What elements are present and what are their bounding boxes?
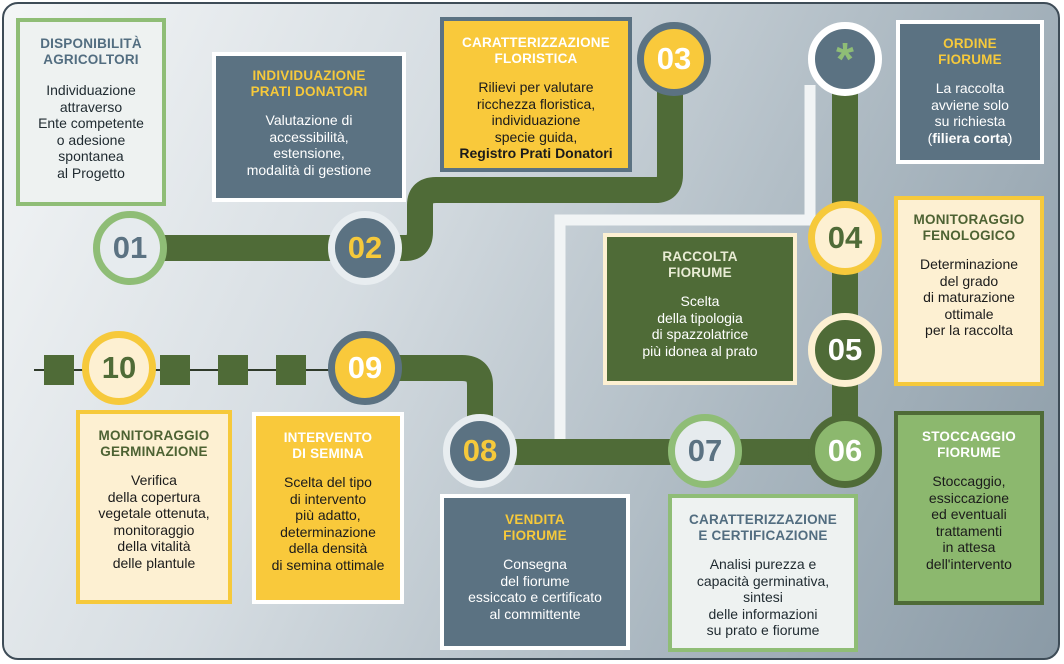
step-06-box: STOCCAGGIO FIORUME Stoccaggio, essiccazi…: [894, 411, 1044, 605]
step-05-body: Scelta della tipologia di spazzolatrice …: [642, 293, 758, 359]
step-09-box: INTERVENTO DI SEMINA Scelta del tipo di …: [252, 412, 404, 604]
order-star-circle: *: [808, 22, 882, 96]
step-04-body: Determinazione del grado di maturazione …: [919, 256, 1019, 338]
step-02-title: INDIVIDUAZIONE PRATI DONATORI: [250, 68, 368, 99]
green-track-left: [366, 355, 493, 452]
step-02-body: Valutazione di accessibilità, estensione…: [246, 112, 372, 178]
step-10-circle: 10: [82, 331, 156, 405]
green-track: [130, 58, 683, 261]
order-title: ORDINE FIORUME: [938, 36, 1002, 67]
step-08-body: Consegna del fiorume essiccato e certifi…: [468, 556, 602, 622]
step10-dash-3: [218, 355, 248, 385]
step-03-title: CARATTERIZZAZIONE FLORISTICA: [462, 35, 610, 66]
step-04-box: MONITORAGGIO FENOLOGICO Determinazione d…: [894, 196, 1044, 386]
step-03-box: CARATTERIZZAZIONE FLORISTICA Rilievi per…: [440, 17, 632, 172]
step-09-body: Scelta del tipo di intervento più adatto…: [271, 474, 385, 573]
step-08-title: VENDITA FIORUME: [503, 512, 567, 543]
step-07-box: CARATTERIZZAZIONE E CERTIFICAZIONE Anali…: [668, 494, 858, 652]
step-09-circle: 09: [328, 331, 402, 405]
step-04-title: MONITORAGGIO FENOLOGICO: [913, 212, 1025, 243]
step-05-circle: 05: [808, 313, 882, 387]
step-03-circle: 03: [637, 22, 711, 96]
step-04-circle: 04: [808, 201, 882, 275]
step10-dash-4: [276, 355, 306, 385]
step-03-registro: Registro Prati Donatori: [459, 145, 613, 161]
order-body: La raccolta avviene solo su richiesta: [931, 80, 1009, 129]
order-filiera-corta: filiera corta: [932, 129, 1008, 146]
step-08-circle: 08: [443, 414, 517, 488]
step-01-circle: 01: [93, 211, 167, 285]
step-10-title: MONITORAGGIO GERMINAZIONE: [98, 428, 210, 459]
step-07-title: CARATTERIZZAZIONE E CERTIFICAZIONE: [689, 512, 837, 543]
step-06-body: Stoccaggio, essiccazione ed eventuali tr…: [926, 473, 1012, 572]
order-box: ORDINE FIORUME La raccolta avviene solo …: [896, 20, 1044, 164]
step-06-circle: 06: [808, 414, 882, 488]
step10-dash-1: [44, 355, 74, 385]
step-03-body: Rilievi per valutare ricchezza floristic…: [476, 79, 596, 145]
step-08-box: VENDITA FIORUME Consegna del fiorume ess…: [440, 494, 630, 650]
step-06-title: STOCCAGGIO FIORUME: [921, 429, 1016, 460]
step-01-box: DISPONIBILITÀ AGRICOLTORI Individuazione…: [16, 18, 166, 206]
step-10-body: Verifica della copertura vegetale ottenu…: [98, 472, 210, 571]
order-body-filiera: (filiera corta): [900, 130, 1040, 147]
order-paren-open: (: [927, 129, 933, 146]
step-10-box: MONITORAGGIO GERMINAZIONE Verifica della…: [76, 410, 232, 604]
step10-dash-2: [160, 355, 190, 385]
step-07-circle: 07: [668, 414, 742, 488]
step-05-box: RACCOLTA FIORUME Scelta della tipologia …: [603, 233, 797, 385]
step-05-title: RACCOLTA FIORUME: [662, 249, 738, 280]
order-paren-close: ): [1007, 129, 1013, 146]
step-09-title: INTERVENTO DI SEMINA: [283, 430, 373, 461]
step-02-circle: 02: [328, 211, 402, 285]
step-07-body: Analisi purezza e capacità germinativa, …: [696, 556, 830, 638]
step-01-body: Individuazione attraverso Ente competent…: [38, 82, 144, 181]
step-01-title: DISPONIBILITÀ AGRICOLTORI: [40, 36, 142, 67]
step-02-box: INDIVIDUAZIONE PRATI DONATORI Valutazion…: [212, 52, 406, 202]
